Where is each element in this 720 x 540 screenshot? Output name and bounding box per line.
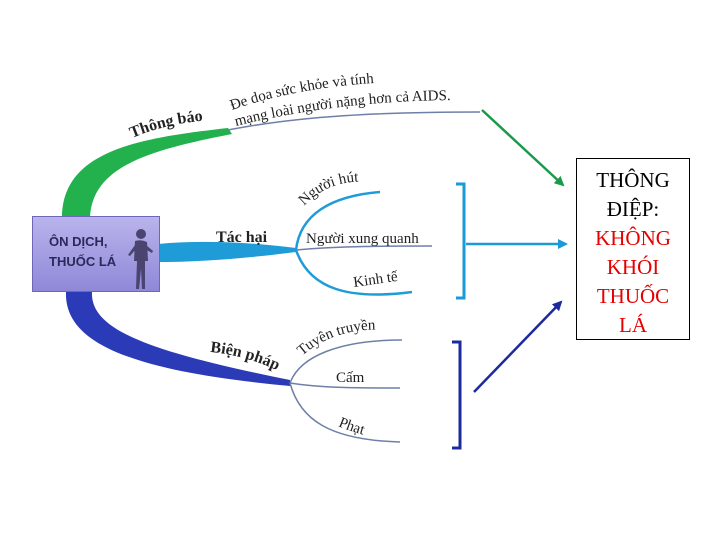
message-line6: LÁ bbox=[619, 313, 647, 337]
central-node: ÔN DỊCH, THUỐC LÁ bbox=[32, 216, 160, 292]
label-phat: Phạt bbox=[336, 415, 367, 439]
arrow-bien-phap bbox=[473, 300, 563, 393]
branch-bien-phap-down bbox=[289, 382, 401, 443]
label-kinh-te: Kinh tế bbox=[352, 269, 399, 291]
bracket-tac-hai bbox=[456, 182, 466, 300]
arrow-thong-bao bbox=[481, 109, 565, 187]
branch-thong-bao-line bbox=[227, 111, 481, 131]
message-line1: THÔNG bbox=[596, 168, 670, 192]
central-line1: ÔN DỊCH, bbox=[49, 234, 108, 249]
label-cam: Cấm bbox=[336, 370, 365, 386]
message-line4: KHÓI bbox=[606, 255, 660, 279]
branch-tac-hai-down bbox=[294, 249, 413, 296]
branch-bien-phap-mid bbox=[289, 382, 401, 389]
label-tuyen-truyen: Tuyên truyền bbox=[294, 317, 376, 359]
branch-tac-hai-mid bbox=[295, 245, 433, 251]
label-nguoi-hut: Người hút bbox=[296, 170, 360, 209]
branch-bien-phap-up bbox=[289, 339, 403, 384]
branch-bien-phap bbox=[65, 292, 290, 386]
label-tac-hai: Tác hại bbox=[216, 229, 268, 246]
svg-text:Phạt: Phạt bbox=[336, 415, 367, 439]
branch-thong-bao bbox=[62, 128, 232, 218]
bracket-bien-phap bbox=[452, 340, 462, 450]
message-line3: KHÔNG bbox=[595, 226, 671, 250]
label-nguoi-xung-quanh: Người xung quanh bbox=[306, 231, 419, 247]
branch-tac-hai-up bbox=[294, 190, 381, 251]
svg-text:Tuyên truyền: Tuyên truyền bbox=[294, 317, 376, 359]
smoker-silhouette-icon bbox=[128, 229, 153, 289]
svg-text:Người hút: Người hút bbox=[296, 170, 360, 209]
central-line2: THUỐC LÁ bbox=[49, 254, 117, 269]
message-box: THÔNG ĐIỆP: KHÔNG KHÓI THUỐC LÁ bbox=[576, 158, 690, 340]
message-line5: THUỐC bbox=[596, 284, 670, 308]
message-line2: ĐIỆP: bbox=[606, 197, 660, 221]
branch-tac-hai bbox=[158, 241, 296, 262]
central-node-text: ÔN DỊCH, THUỐC LÁ bbox=[49, 232, 137, 272]
